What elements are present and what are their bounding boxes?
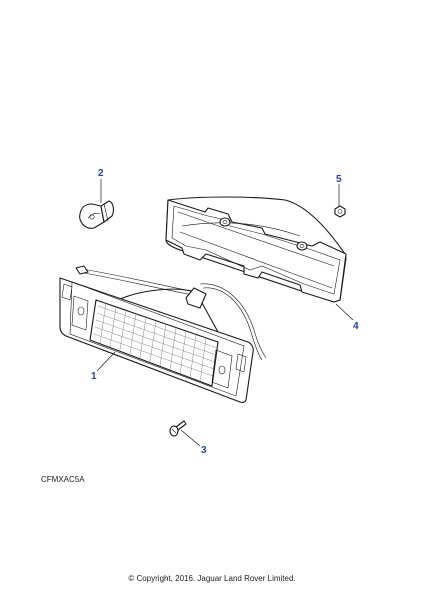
- drawing-code: CFMXAC5A: [41, 475, 85, 484]
- callout-4: 4: [353, 321, 359, 332]
- lens-pattern: [93, 302, 218, 383]
- lamp-housing-gasket-icon[interactable]: [165, 196, 347, 303]
- nut-icon[interactable]: [334, 205, 346, 218]
- leader-line-1: [96, 351, 116, 372]
- leader-lines: [96, 179, 354, 447]
- leader-line-3: [180, 429, 201, 447]
- copyright-notice: © Copyright, 2016. Jaguar Land Rover Lim…: [128, 574, 296, 583]
- callout-5: 5: [336, 174, 342, 185]
- screw-icon[interactable]: [169, 420, 187, 437]
- bulb-icon[interactable]: [79, 200, 114, 229]
- lamp-lens-assembly-icon[interactable]: [59, 265, 267, 403]
- callout-1: 1: [91, 371, 97, 382]
- leader-line-4: [335, 303, 354, 321]
- callout-3: 3: [201, 445, 207, 456]
- callout-2: 2: [98, 168, 104, 179]
